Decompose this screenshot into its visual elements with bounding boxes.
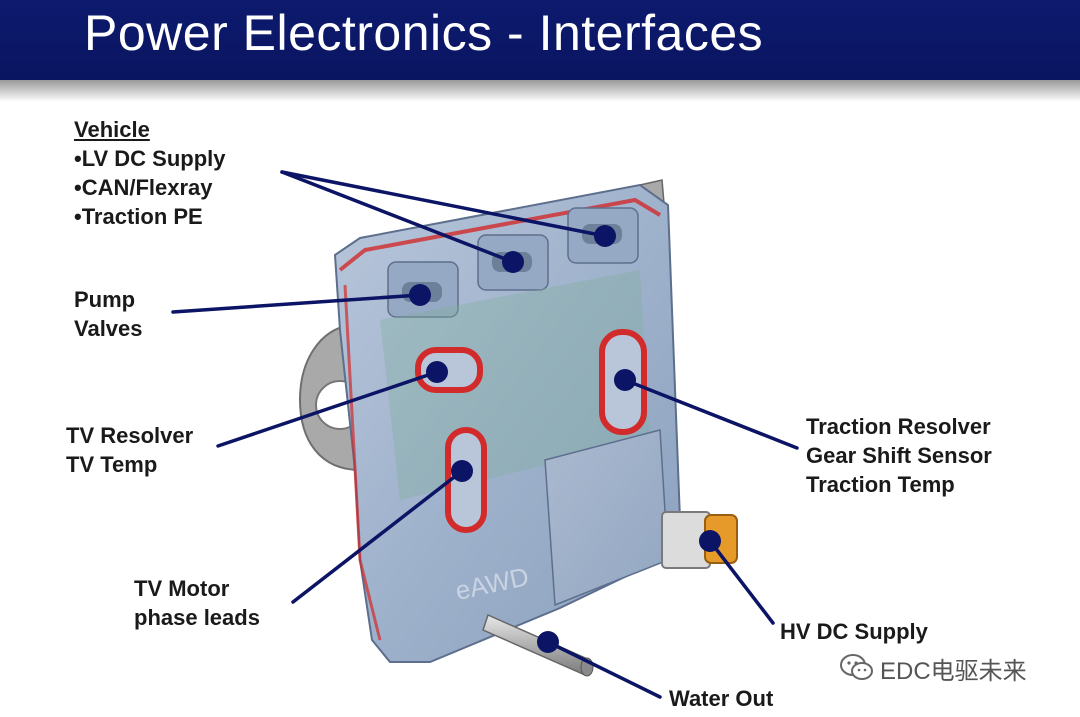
valves-text: Valves	[74, 316, 143, 341]
callout-dot-tv-motor	[451, 460, 473, 482]
pump-valves-label: Pump Valves	[74, 285, 143, 343]
callout-line-vehicle-1	[280, 170, 515, 264]
gear-shift-text: Gear Shift Sensor	[806, 443, 992, 468]
hv-dc-label: HV DC Supply	[780, 619, 928, 644]
title-shadow	[0, 80, 1080, 102]
callout-dot-hv	[699, 530, 721, 552]
cover-plate	[544, 429, 669, 607]
callout-line-tv-resolver	[216, 370, 439, 448]
watermark-text: EDC电驱未来	[880, 657, 1027, 685]
pump-text: Pump	[74, 287, 136, 312]
callout-dot-pump	[409, 284, 431, 306]
traction-temp-text: Traction Temp	[806, 472, 955, 497]
tv-resolver-text: TV Resolver	[66, 423, 194, 448]
page-title: Power Electronics - Interfaces	[84, 5, 764, 61]
traction-resolver-text: Traction Resolver	[806, 414, 991, 439]
callout-dot-vehicle-1	[502, 251, 524, 273]
callout-line-pump	[171, 293, 422, 314]
tv-resolver-label: TV Resolver TV Temp	[66, 421, 193, 479]
callout-line-traction	[623, 378, 799, 450]
vehicle-heading: Vehicle	[74, 117, 150, 142]
water-pipe	[482, 613, 591, 677]
vehicle-label: Vehicle •LV DC Supply •CAN/Flexray •Trac…	[74, 115, 226, 231]
tv-temp-text: TV Temp	[66, 452, 158, 477]
watermark: EDC电驱未来	[840, 650, 1027, 686]
callout-line-water	[546, 640, 662, 699]
wechat-icon	[840, 654, 873, 680]
callout-dot-tv-resolver	[426, 361, 448, 383]
callout-dot-traction	[614, 369, 636, 391]
vehicle-item: •LV DC Supply	[74, 146, 226, 171]
left-seal	[343, 284, 382, 641]
traction-resolver-label: Traction Resolver Gear Shift Sensor Trac…	[806, 412, 992, 499]
callout-line-vehicle-2	[280, 170, 607, 238]
top-seal	[338, 197, 662, 272]
callout-line-tv-motor	[291, 469, 464, 604]
tv-motor-text: TV Motor	[134, 576, 230, 601]
water-out-label: Water Out	[669, 686, 774, 711]
callout-dot-water	[537, 631, 559, 653]
callout-line-hv	[708, 539, 775, 625]
tv-motor-label: TV Motor phase leads	[134, 574, 260, 632]
callout-dot-vehicle-2	[594, 225, 616, 247]
title-bar: Power Electronics - Interfaces	[0, 0, 1080, 80]
vehicle-item: •CAN/Flexray	[74, 175, 213, 200]
vehicle-item: •Traction PE	[74, 204, 203, 229]
phase-leads-text: phase leads	[134, 605, 260, 630]
